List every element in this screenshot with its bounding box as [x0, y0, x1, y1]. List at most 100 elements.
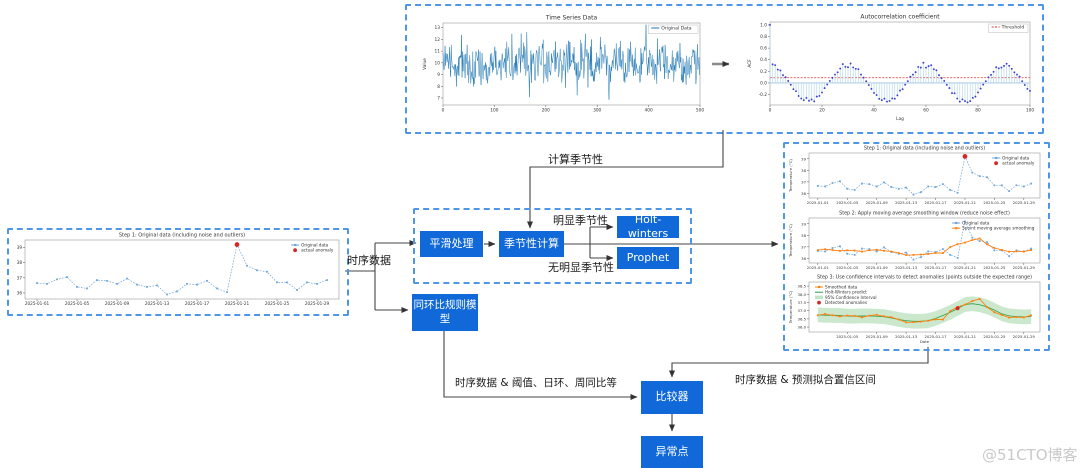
svg-text:0: 0: [769, 108, 772, 114]
svg-text:2025-01-17: 2025-01-17: [924, 334, 947, 339]
svg-text:2025-01-17: 2025-01-17: [185, 301, 210, 306]
svg-text:2025-01-29: 2025-01-29: [1013, 334, 1036, 339]
svg-text:2025-01-09: 2025-01-09: [866, 334, 889, 339]
svg-text:13: 13: [435, 25, 441, 31]
svg-text:2025-01-25: 2025-01-25: [983, 200, 1006, 205]
holt-winters-node: Holt-winters: [617, 213, 679, 240]
svg-text:2025-01-05: 2025-01-05: [836, 265, 859, 270]
label-compute-seasonality: 计算季节性: [548, 153, 603, 166]
svg-text:8: 8: [437, 84, 440, 90]
svg-text:2025-01-09: 2025-01-09: [866, 265, 889, 270]
svg-text:Original data: Original data: [1002, 156, 1030, 161]
svg-text:Step 3: Use confidence interva: Step 3: Use confidence intervals to dete…: [817, 275, 1032, 281]
svg-text:2025-01-13: 2025-01-13: [895, 265, 918, 270]
anomaly-point-node: 异常点: [641, 436, 703, 468]
svg-text:36: 36: [801, 256, 806, 261]
svg-text:38: 38: [17, 260, 23, 265]
svg-text:0.6: 0.6: [760, 46, 767, 52]
svg-text:20: 20: [819, 108, 825, 114]
step2-smoothing-chart: Step 2: Apply moving average smoothing w…: [786, 209, 1044, 272]
svg-text:2025-01-01: 2025-01-01: [807, 200, 830, 205]
svg-text:2025-01-13: 2025-01-13: [895, 200, 918, 205]
watermark-51cto: @51CTO博客: [982, 446, 1078, 464]
svg-text:37.5: 37.5: [798, 300, 807, 305]
svg-text:2025-01-29: 2025-01-29: [1013, 200, 1036, 205]
svg-text:2025-01-05: 2025-01-05: [836, 334, 859, 339]
svg-text:0.8: 0.8: [760, 34, 767, 40]
label-no-obvious-seasonality: 无明显季节性: [548, 261, 614, 274]
svg-text:Step 1: Original data (includi: Step 1: Original data (including noise a…: [119, 233, 245, 239]
seasonality-branch-panel: [413, 208, 692, 284]
seasonality-calc-node: 季节性计算: [499, 231, 564, 257]
rule-model-node: 同环比规则模型: [412, 294, 478, 331]
svg-text:2025-01-01: 2025-01-01: [807, 265, 830, 270]
svg-text:1.0: 1.0: [760, 22, 767, 28]
svg-text:Detected anomalies: Detected anomalies: [825, 300, 867, 305]
step1-original-data-chart: Step 1: Original data (including noise a…: [786, 145, 1044, 207]
svg-text:37: 37: [801, 244, 806, 249]
svg-text:Original data: Original data: [301, 243, 329, 248]
svg-text:actual anomaly: actual anomaly: [301, 248, 334, 253]
svg-text:39: 39: [17, 245, 23, 250]
svg-text:0.2: 0.2: [760, 69, 767, 75]
svg-text:2025-01-09: 2025-01-09: [866, 200, 889, 205]
svg-text:80: 80: [975, 108, 981, 114]
svg-text:Time Series Data: Time Series Data: [545, 15, 598, 22]
comparator-node: 比较器: [641, 381, 703, 414]
svg-text:Autocorrelation coefficient: Autocorrelation coefficient: [860, 14, 940, 21]
svg-text:actual anomaly: actual anomaly: [1002, 161, 1035, 166]
svg-text:2025-01-13: 2025-01-13: [145, 301, 170, 306]
svg-text:100: 100: [490, 108, 498, 114]
svg-text:11: 11: [435, 49, 441, 55]
svg-text:37.0: 37.0: [798, 308, 807, 313]
svg-text:0.4: 0.4: [760, 57, 767, 63]
svg-text:2025-01-05: 2025-01-05: [65, 301, 90, 306]
label-obvious-seasonality: 明显季节性: [553, 214, 608, 227]
svg-text:2025-01-13: 2025-01-13: [895, 334, 918, 339]
svg-text:500: 500: [696, 108, 704, 114]
svg-text:Original Data: Original Data: [661, 26, 692, 32]
svg-text:-0.2: -0.2: [759, 92, 768, 98]
svg-text:38: 38: [801, 168, 806, 173]
svg-text:38.5: 38.5: [798, 284, 807, 289]
input-data-panel: [7, 228, 349, 316]
svg-text:2025-01-25: 2025-01-25: [265, 301, 290, 306]
svg-text:95% Confidence Interval: 95% Confidence Interval: [825, 295, 877, 300]
svg-text:2025-01-25: 2025-01-25: [983, 265, 1006, 270]
svg-text:Temperature (°C): Temperature (°C): [788, 224, 793, 258]
svg-text:10: 10: [435, 60, 441, 66]
svg-text:100: 100: [1026, 108, 1034, 114]
svg-text:2025-01-21: 2025-01-21: [954, 334, 977, 339]
svg-text:2025-01-09: 2025-01-09: [105, 301, 130, 306]
svg-text:36.0: 36.0: [798, 325, 807, 330]
svg-text:38: 38: [801, 233, 806, 238]
svg-text:Lag: Lag: [896, 116, 904, 122]
svg-text:40: 40: [871, 108, 877, 114]
svg-text:0: 0: [442, 108, 445, 114]
svg-text:39: 39: [801, 156, 806, 161]
svg-text:2025-01-05: 2025-01-05: [836, 200, 859, 205]
label-timeseries-data: 时序数据: [347, 254, 391, 267]
svg-text:2025-01-21: 2025-01-21: [954, 200, 977, 205]
svg-text:ACF: ACF: [747, 59, 753, 68]
svg-text:9: 9: [437, 72, 440, 78]
svg-text:Holt-Winters predict: Holt-Winters predict: [825, 290, 867, 295]
svg-text:39: 39: [801, 221, 806, 226]
original-data-chart: Step 1: Original data (including noise a…: [10, 231, 343, 310]
svg-text:37: 37: [17, 275, 23, 280]
svg-text:0.0: 0.0: [760, 80, 767, 86]
svg-text:36.5: 36.5: [798, 316, 807, 321]
label-rule-comparator-inputs: 时序数据 & 阈值、日环、周同比等: [455, 377, 617, 389]
seasonality-analysis-panel: [405, 4, 1044, 134]
smoothing-node: 平滑处理: [420, 231, 483, 257]
svg-text:Threshold: Threshold: [1001, 25, 1025, 31]
svg-text:300: 300: [593, 108, 601, 114]
svg-text:Value: Value: [422, 58, 428, 70]
svg-text:2025-01-29: 2025-01-29: [305, 301, 330, 306]
svg-text:7: 7: [437, 95, 440, 101]
svg-text:2025-01-01: 2025-01-01: [25, 301, 50, 306]
step3-confidence-interval-chart: Step 3: Use confidence intervals to dete…: [786, 273, 1044, 345]
svg-text:2025-01-25: 2025-01-25: [983, 334, 1006, 339]
prophet-node: Prophet: [617, 247, 679, 269]
label-forecast-comparator-inputs: 时序数据 & 预测拟合置信区间: [735, 374, 876, 386]
